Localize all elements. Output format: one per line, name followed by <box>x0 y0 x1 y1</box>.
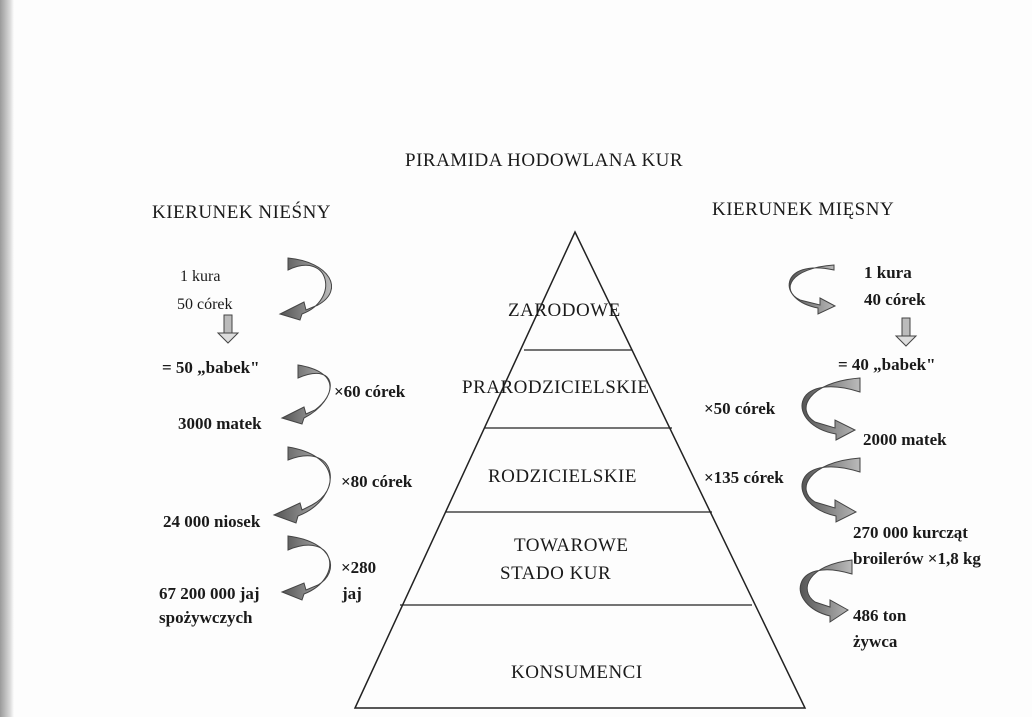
right-meat-1: 486 ton <box>853 606 907 625</box>
right-chicks-2: broilerów ×1,8 kg <box>853 549 981 568</box>
right-heading: KIERUNEK MIĘSNY <box>712 199 895 220</box>
down-arrow-icon <box>223 314 233 334</box>
right-start-2: 40 córek <box>864 290 926 309</box>
right-babki: = 40 „babek" <box>838 355 936 374</box>
pyramid-level-prarodzicielskie: PRARODZICIELSKIE <box>462 377 650 398</box>
right-matki: 2000 matek <box>863 430 947 449</box>
left-eggs-2: spożywczych <box>159 608 253 627</box>
diagram-title: PIRAMIDA HODOWLANA KUR <box>405 150 684 171</box>
down-arrow-icon <box>216 332 240 344</box>
left-start-2: 50 córek <box>177 296 233 313</box>
left-mult-2: ×80 córek <box>341 472 413 491</box>
right-chicks-1: 270 000 kurcząt <box>853 523 968 542</box>
right-mult-2: ×135 córek <box>704 468 784 487</box>
pyramid-level-rodzicielskie: RODZICIELSKIE <box>488 466 637 487</box>
left-eggs-1: 67 200 000 jaj <box>159 584 260 603</box>
curved-arrow-icon <box>788 264 861 623</box>
left-heading: KIERUNEK NIEŚNY <box>152 202 332 223</box>
pyramid-outline <box>353 230 807 709</box>
left-start-1: 1 kura <box>180 268 221 285</box>
left-nioski: 24 000 niosek <box>163 512 261 531</box>
curved-arrow-icon <box>272 257 333 601</box>
pyramid-level-towarowe: TOWAROWE <box>514 535 629 556</box>
left-babki: = 50 „babek" <box>162 358 260 377</box>
right-meat-2: żywca <box>853 632 898 651</box>
scan-edge-shadow <box>0 0 14 717</box>
pyramid-level-konsumenci: KONSUMENCI <box>511 662 643 683</box>
right-mult-1: ×50 córek <box>704 399 776 418</box>
pyramid-level-stado-kur: STADO KUR <box>500 563 612 584</box>
left-mult-3b: jaj <box>342 584 362 603</box>
down-arrow-icon <box>894 335 918 347</box>
pyramid-level-zarodowe: ZARODOWE <box>508 300 621 321</box>
left-matki: 3000 matek <box>178 414 262 433</box>
left-mult-1: ×60 córek <box>334 382 406 401</box>
left-mult-3a: ×280 <box>341 558 377 577</box>
right-start-1: 1 kura <box>864 263 912 282</box>
down-arrow-icon <box>901 317 911 337</box>
